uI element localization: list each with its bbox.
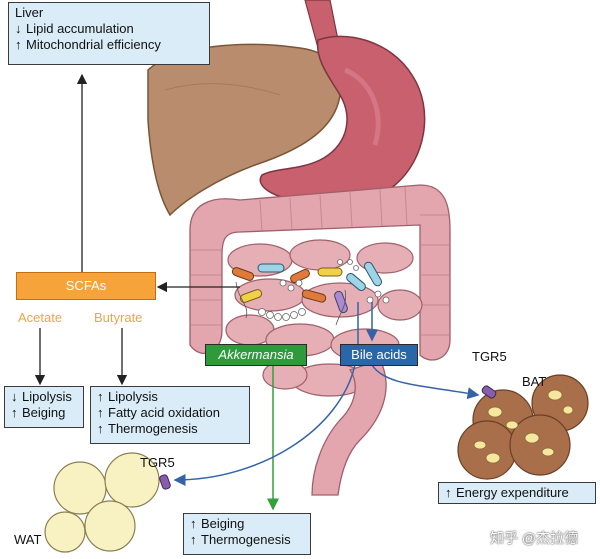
- tgr5-receptor-bat: [481, 385, 497, 399]
- energy-expenditure-box: ↑ Energy expenditure: [438, 482, 596, 504]
- akk-item-2: ↑ Thermogenesis: [190, 532, 304, 548]
- down-arrow-icon: ↓: [11, 389, 18, 404]
- liver-item-text: Lipid accumulation: [26, 21, 134, 36]
- bile-acids-label: Bile acids: [351, 347, 407, 362]
- butyrate-item-3: ↑ Thermogenesis: [97, 421, 243, 437]
- liver-effects-box: Liver ↓ Lipid accumulation ↑ Mitochondri…: [8, 2, 210, 65]
- arrow-bile-acids-loop: [357, 302, 372, 344]
- up-arrow-icon: ↑: [97, 405, 104, 420]
- tgr5-receptor-wat: [159, 474, 171, 490]
- liver-item-text: Mitochondrial efficiency: [26, 37, 161, 52]
- acetate-item-1: ↓ Lipolysis: [11, 389, 77, 405]
- watermark: 知乎 @杰拉德: [490, 530, 579, 546]
- tgr5-bat-label: TGR5: [472, 349, 507, 364]
- scfas-box: SCFAs: [16, 272, 156, 300]
- bile-acids-tag: Bile acids: [340, 344, 418, 366]
- butyrate-label: Butyrate: [94, 310, 143, 325]
- butyrate-item-text: Thermogenesis: [108, 421, 198, 436]
- acetate-item-2: ↑ Beiging: [11, 405, 77, 421]
- small-intestine: [225, 239, 423, 397]
- butyrate-item-text: Lipolysis: [108, 389, 158, 404]
- akk-item-text: Thermogenesis: [201, 532, 291, 547]
- up-arrow-icon: ↑: [97, 421, 104, 436]
- up-arrow-icon: ↑: [190, 532, 197, 547]
- acetate-item-text: Lipolysis: [22, 389, 72, 404]
- butyrate-item-2: ↑ Fatty acid oxidation: [97, 405, 243, 421]
- liver-organ: [147, 43, 342, 217]
- liver-title: Liver: [15, 5, 44, 20]
- acetate-item-text: Beiging: [22, 405, 66, 420]
- up-arrow-icon: ↑: [15, 37, 22, 52]
- gut-bacteria: [231, 259, 390, 326]
- down-arrow-icon: ↓: [15, 21, 22, 36]
- akkermansia-label: Akkermansia: [218, 347, 294, 362]
- wat-label: WAT: [14, 532, 42, 547]
- scfas-label: SCFAs: [65, 278, 107, 293]
- akkermansia-tag: Akkermansia: [205, 344, 307, 366]
- acetate-label: Acetate: [18, 310, 63, 325]
- butyrate-effects-box: ↑ Lipolysis ↑ Fatty acid oxidation ↑ The…: [90, 386, 250, 444]
- tgr5-wat-label: TGR5: [140, 455, 175, 470]
- colon: [189, 184, 451, 361]
- up-arrow-icon: ↑: [445, 485, 452, 500]
- acetate-effects-box: ↓ Lipolysis ↑ Beiging: [4, 386, 84, 428]
- butyrate-item-1: ↑ Lipolysis: [97, 389, 243, 405]
- up-arrow-icon: ↑: [190, 516, 197, 531]
- liver-item-2: ↑ Mitochondrial efficiency: [15, 37, 203, 53]
- butyrate-item-text: Fatty acid oxidation: [108, 405, 221, 420]
- akkermansia-effects-box: ↑ Beiging ↑ Thermogenesis: [183, 513, 311, 555]
- bat-item-text: Energy expenditure: [456, 485, 569, 500]
- wat-cells: [44, 452, 160, 553]
- bat-item-1: ↑ Energy expenditure: [445, 485, 589, 501]
- up-arrow-icon: ↑: [97, 389, 104, 404]
- rectum: [311, 359, 387, 496]
- arrow-bile-acids-to-wat: [173, 364, 356, 486]
- bat-cells: [457, 374, 589, 480]
- akk-item-text: Beiging: [201, 516, 245, 531]
- liver-item-1: ↓ Lipid accumulation: [15, 21, 203, 37]
- arrow-bile-acids-to-bat: [371, 364, 480, 400]
- bat-label: BAT: [522, 374, 547, 389]
- up-arrow-icon: ↑: [11, 405, 18, 420]
- akk-item-1: ↑ Beiging: [190, 516, 304, 532]
